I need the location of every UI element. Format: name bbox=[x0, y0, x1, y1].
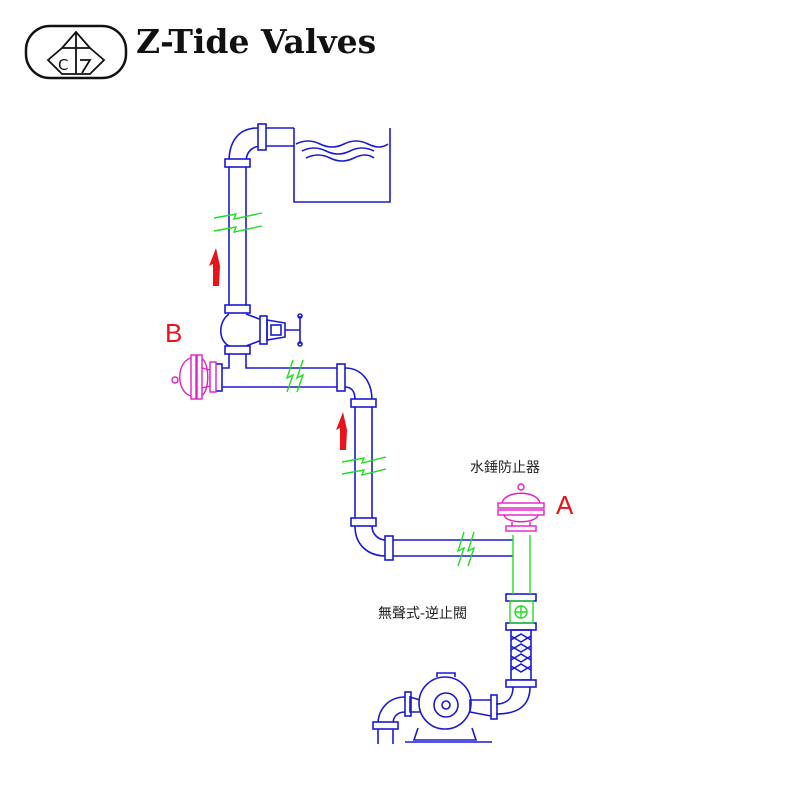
break-marks bbox=[213, 212, 534, 624]
svg-text:C: C bbox=[58, 56, 68, 74]
check-valve bbox=[509, 600, 534, 624]
flow-arrow-icon bbox=[336, 412, 347, 450]
water-hammer-arrestor-a bbox=[497, 483, 545, 532]
pump bbox=[405, 672, 492, 743]
label-b: B bbox=[165, 318, 183, 348]
logo: C bbox=[24, 24, 128, 80]
label-a: A bbox=[556, 490, 574, 520]
check-valve-label: 無聲式-逆止閥 bbox=[378, 606, 468, 622]
water-hammer-arrestor-label: 水錘防止器 bbox=[470, 460, 540, 476]
water-hammer-arrestor-b bbox=[171, 354, 217, 400]
flow-arrow-icon bbox=[209, 248, 220, 286]
brand-name: Z-Tide Valves bbox=[136, 22, 377, 61]
water-tank bbox=[293, 128, 391, 203]
flexible-hose bbox=[510, 629, 532, 681]
